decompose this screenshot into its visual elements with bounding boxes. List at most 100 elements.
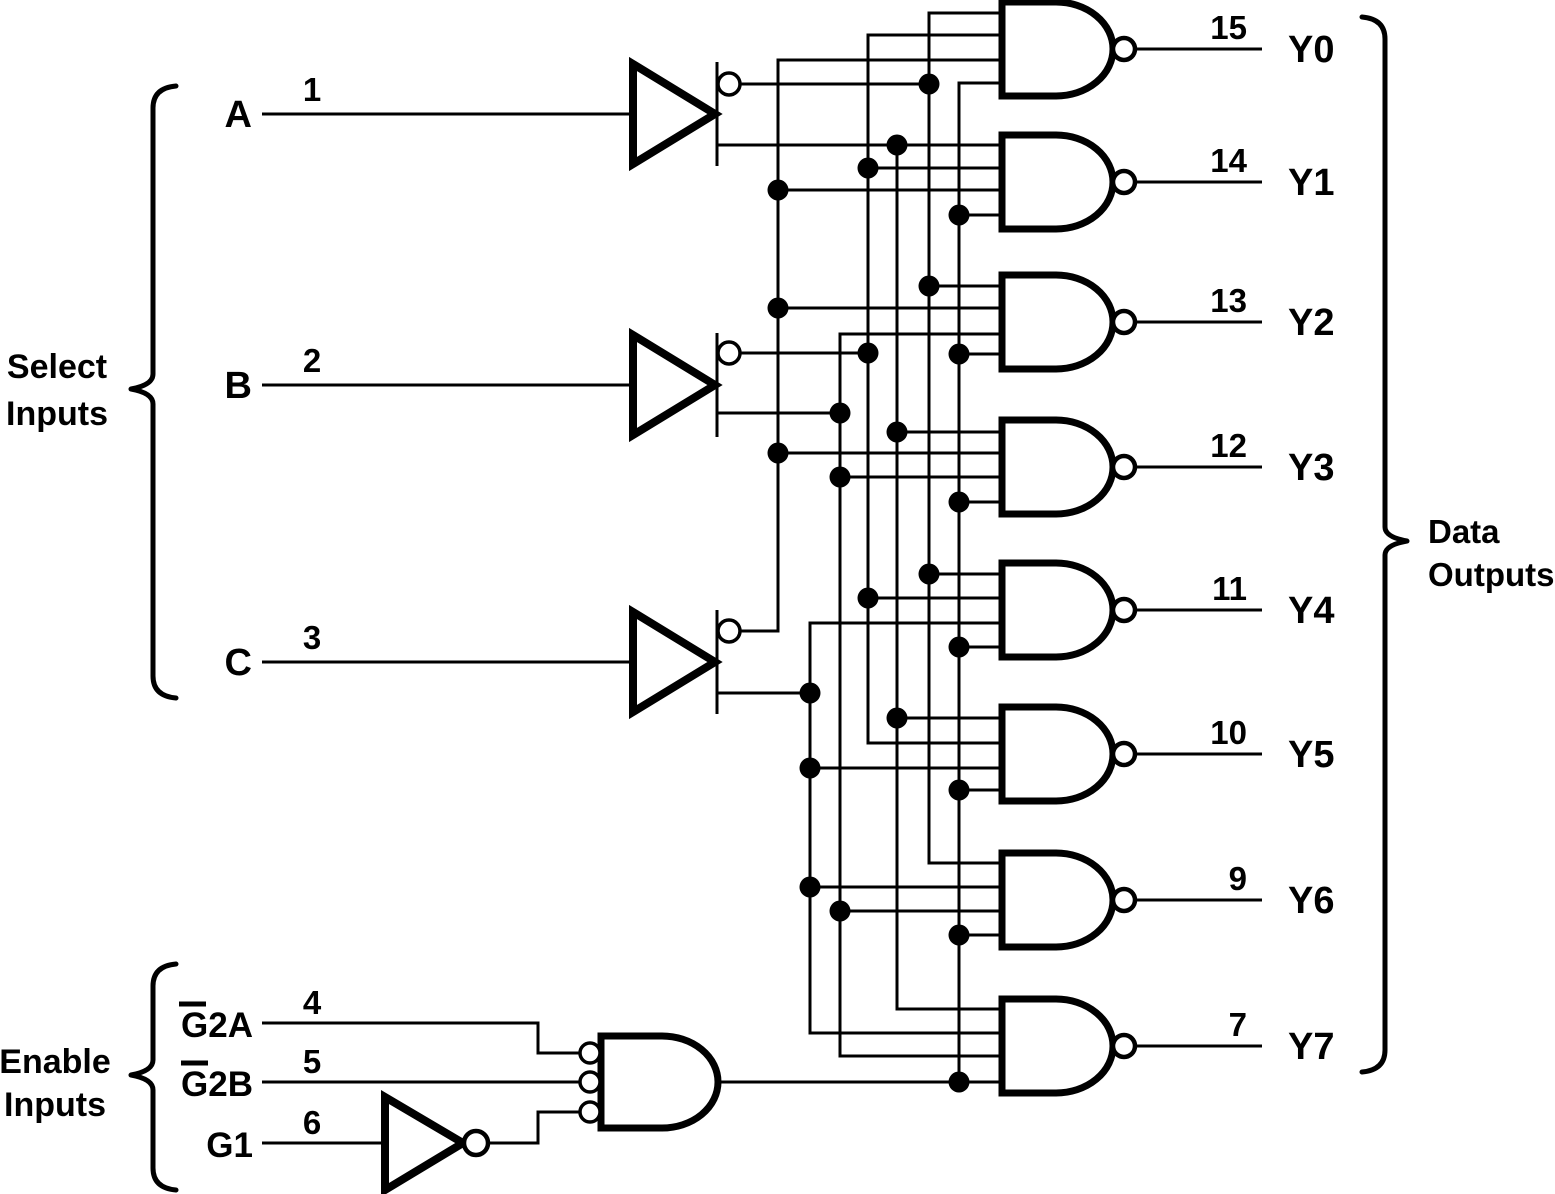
input-label-c: C	[225, 642, 252, 684]
enable-wiring	[262, 1021, 581, 1145]
nand-gate-y3	[778, 416, 1262, 518]
output-label-y6: Y6	[1288, 880, 1334, 922]
output-label-y2: Y2	[1288, 302, 1334, 344]
enable-label-g2a: G2A	[181, 1006, 253, 1045]
output-bubble	[1110, 168, 1138, 196]
enable-pin-g1: 6	[303, 1104, 321, 1141]
junction-dot	[918, 563, 940, 585]
enable-label-g1: G1	[206, 1126, 253, 1165]
nand-gate-body	[998, 559, 1117, 661]
data-outputs-label-line2: Outputs	[1428, 556, 1554, 593]
nand-gate-body	[998, 995, 1117, 1097]
nand-gate-body	[998, 416, 1117, 518]
nand-gate-body	[998, 131, 1117, 233]
junction-dot	[767, 442, 789, 464]
input-pin-c: 3	[303, 619, 321, 656]
output-pin-y7: 7	[1229, 1006, 1247, 1043]
nand-gate-body	[998, 271, 1117, 373]
junction-dot	[857, 342, 879, 364]
junction-dot	[948, 343, 970, 365]
select-inputs-label-line2: Inputs	[6, 395, 108, 433]
junction-dot	[886, 134, 908, 156]
nand-gate-y0	[778, 0, 1262, 100]
output-pin-y6: 9	[1229, 860, 1247, 897]
buffer-triangle	[629, 56, 723, 172]
data-outputs-brace	[1359, 14, 1410, 1075]
inversion-bubble	[716, 340, 742, 366]
data-outputs-label-line1: Data	[1428, 513, 1500, 550]
junction-dot	[799, 682, 821, 704]
output-pin-y2: 13	[1210, 282, 1247, 319]
output-bubble	[1110, 453, 1138, 481]
junction-dot	[857, 157, 879, 179]
enable-inputs-label-line1: Enable	[0, 1043, 111, 1081]
and-gate-body	[597, 1032, 722, 1132]
junction-dot	[829, 466, 851, 488]
junction-dot	[948, 924, 970, 946]
group-labels: Select Inputs Enable Inputs Data Outputs	[0, 348, 1554, 1124]
junction-dot	[948, 779, 970, 801]
junction-dot	[767, 297, 789, 319]
enable-inputs-brace	[128, 961, 179, 1193]
output-bubble	[1110, 740, 1138, 768]
enable-and-gate	[578, 1032, 722, 1132]
input-buffer-c	[262, 604, 810, 720]
enable-signal-labels: G2A 4 G2B 5 G1 6	[179, 984, 322, 1165]
junction-dot	[886, 707, 908, 729]
output-pin-y3: 12	[1210, 427, 1247, 464]
output-bubble	[1110, 1032, 1138, 1060]
output-label-y7: Y7	[1288, 1026, 1334, 1068]
g2a-wire	[262, 1021, 581, 1055]
output-pin-y4: 11	[1212, 570, 1247, 607]
input-label-a: A	[225, 94, 252, 136]
output-bubble	[1110, 886, 1138, 914]
input-buffers	[262, 56, 1003, 720]
inverter-triangle	[381, 1089, 471, 1194]
select-inputs-brace	[128, 83, 179, 701]
output-bubble	[1110, 596, 1138, 624]
nand-gate-body	[998, 0, 1117, 100]
and-input-bubble-2	[578, 1070, 602, 1094]
buffer-triangle	[629, 604, 723, 720]
output-pin-y0: 15	[1210, 9, 1247, 46]
inverter-bubble	[461, 1128, 491, 1158]
input-pin-a: 1	[303, 71, 321, 108]
enable-pin-g2b: 5	[303, 1043, 321, 1080]
signal-wires	[776, 11, 961, 1084]
output-label-y4: Y4	[1288, 590, 1334, 632]
nand-gate-body	[998, 703, 1117, 805]
input-buffer-b	[262, 327, 868, 443]
output-pin-y5: 10	[1210, 714, 1247, 751]
and-input-bubble-3	[578, 1100, 602, 1124]
nand-gate-y7	[718, 995, 1262, 1097]
and-input-bubble-1	[578, 1041, 602, 1065]
select-inputs-label-line1: Select	[7, 348, 107, 386]
input-label-b: B	[225, 365, 252, 407]
braces	[128, 14, 1410, 1193]
nand-gate-body	[998, 849, 1117, 951]
nand-gate-y4	[810, 559, 1262, 661]
junction-dot	[829, 402, 851, 424]
nand-gate-y5	[810, 703, 1262, 805]
junction-dot	[948, 1071, 970, 1093]
junction-dot	[857, 587, 879, 609]
enable-pin-g2a: 4	[303, 984, 322, 1021]
junction-dot	[948, 491, 970, 513]
junction-dot	[799, 876, 821, 898]
output-label-y3: Y3	[1288, 447, 1334, 489]
buffer-triangle	[629, 327, 723, 443]
nand-gate-y2	[778, 271, 1262, 373]
output-nand-gates	[717, 0, 1262, 1097]
junction-dot	[767, 179, 789, 201]
output-pin-y1: 14	[1210, 142, 1247, 179]
junction-dot	[948, 204, 970, 226]
output-bubble	[1110, 35, 1138, 63]
junction-dot	[948, 636, 970, 658]
junction-dot	[918, 73, 940, 95]
output-label-y0: Y0	[1288, 29, 1334, 71]
inversion-bubble	[716, 618, 742, 644]
inversion-bubble	[716, 71, 742, 97]
output-label-y1: Y1	[1288, 162, 1334, 204]
